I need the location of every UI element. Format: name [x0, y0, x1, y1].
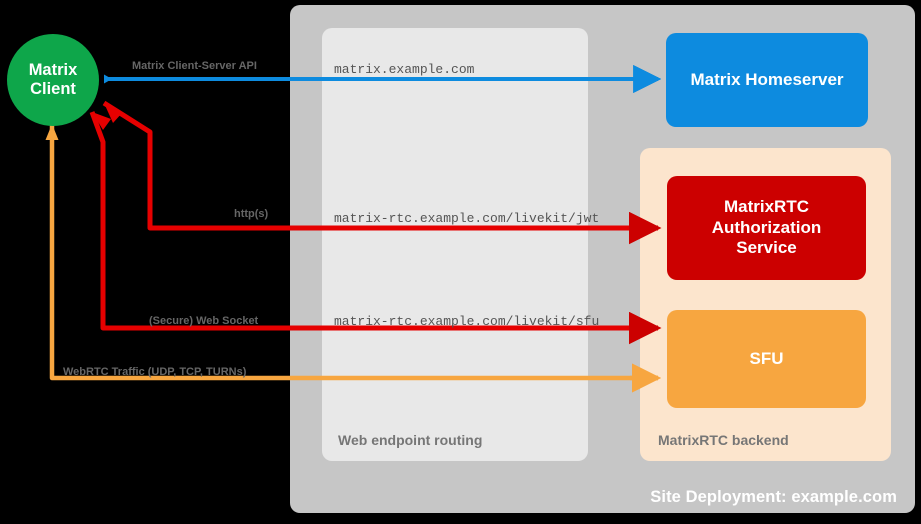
node-matrixrtc-authorization-service[interactable]: MatrixRTC Authorization Service	[667, 176, 866, 280]
edge-label-webrtc-traffic: WebRTC Traffic (UDP, TCP, TURNs)	[63, 366, 247, 378]
auth-service-label-line3: Service	[736, 238, 797, 258]
auth-service-label-line1: MatrixRTC	[723, 197, 809, 217]
sfu-label: SFU	[749, 348, 784, 368]
edge-label-https: http(s)	[234, 208, 269, 220]
endpoint-matrix-example-com: matrix.example.com	[334, 62, 475, 77]
web-endpoint-routing-label: Web endpoint routing	[338, 432, 483, 448]
web-endpoint-routing-container: Web endpoint routing	[322, 28, 588, 461]
edge-label-matrix-client-server-api: Matrix Client-Server API	[132, 60, 257, 72]
endpoint-livekit-sfu: matrix-rtc.example.com/livekit/sfu	[334, 314, 600, 329]
site-deployment-label: Site Deployment: example.com	[650, 488, 897, 506]
endpoint-livekit-jwt: matrix-rtc.example.com/livekit/jwt	[334, 211, 600, 226]
auth-service-label-line2: Authorization	[711, 217, 822, 237]
edge-label-secure-websocket: (Secure) Web Socket	[149, 315, 259, 327]
node-sfu[interactable]: SFU	[667, 310, 866, 408]
matrixrtc-backend-label: MatrixRTC backend	[658, 432, 789, 448]
node-matrix-homeserver[interactable]: Matrix Homeserver	[666, 33, 868, 127]
matrix-client-label-line1: Matrix	[28, 60, 78, 79]
node-matrix-client[interactable]: Matrix Client	[7, 34, 99, 126]
matrix-client-label-line2: Client	[30, 80, 76, 98]
matrix-homeserver-label: Matrix Homeserver	[690, 69, 844, 89]
